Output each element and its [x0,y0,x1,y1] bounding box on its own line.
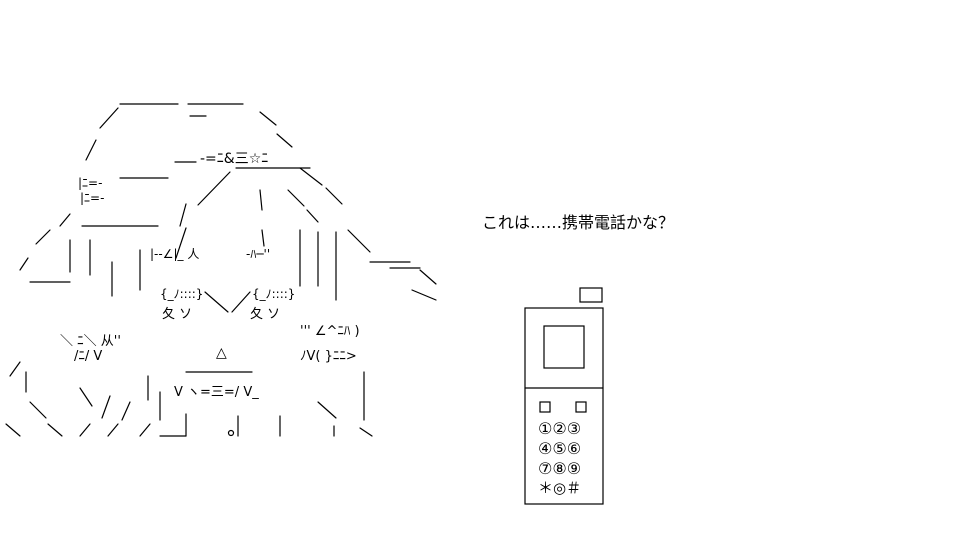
svg-text:|ﾆ=-: |ﾆ=- [78,176,102,190]
keypad-row-1: ①②③ [538,419,581,438]
soft-key-right [575,401,587,413]
svg-text:{_ﾉ::::}: {_ﾉ::::} [160,287,203,301]
svg-text:|ﾆ=-: |ﾆ=- [80,191,104,205]
dialogue-caption: これは……携帯電話かな？ [482,213,675,232]
svg-text:V ヽ=三=/ V_: V ヽ=三=/ V_ [174,385,259,400]
svg-text:夂 ソ: 夂 ソ [250,306,280,322]
svg-text:|--∠|_ 人: |--∠|_ 人 [150,247,199,261]
svg-text:夂 ソ: 夂 ソ [162,306,192,322]
svg-text:-ﾊ─'': -ﾊ─'' [246,247,270,261]
svg-text:{_ﾉ::::}: {_ﾉ::::} [252,287,295,301]
svg-text:/ﾆ/ V: /ﾆ/ V [74,349,102,364]
keypad-row-4: ＊◎＃ [538,479,581,497]
svg-text:''' ∠^ﾆﾊ ): ''' ∠^ﾆﾊ ) [300,324,360,339]
keypad-row-2: ④⑤⑥ [538,439,581,458]
mouth-triangle: △ [216,345,227,361]
svg-text:ﾉV( }ﾆﾆ>: ﾉV( }ﾆﾆ> [300,349,357,364]
hat-band-text: ‐=ﾆ&三☆ﾆ [200,151,268,167]
character-figure: ‐=ﾆ&三☆ﾆ |ﾆ=- |ﾆ=- [5,103,437,437]
keypad-row-3: ⑦⑧⑨ [538,459,581,478]
svg-text:＼ ﾆ＼ 从'': ＼ ﾆ＼ 从'' [60,334,121,349]
mobile-phone: ①②③ ④⑤⑥ ⑦⑧⑨ ＊◎＃ [524,287,604,505]
soft-key-left [539,401,551,413]
